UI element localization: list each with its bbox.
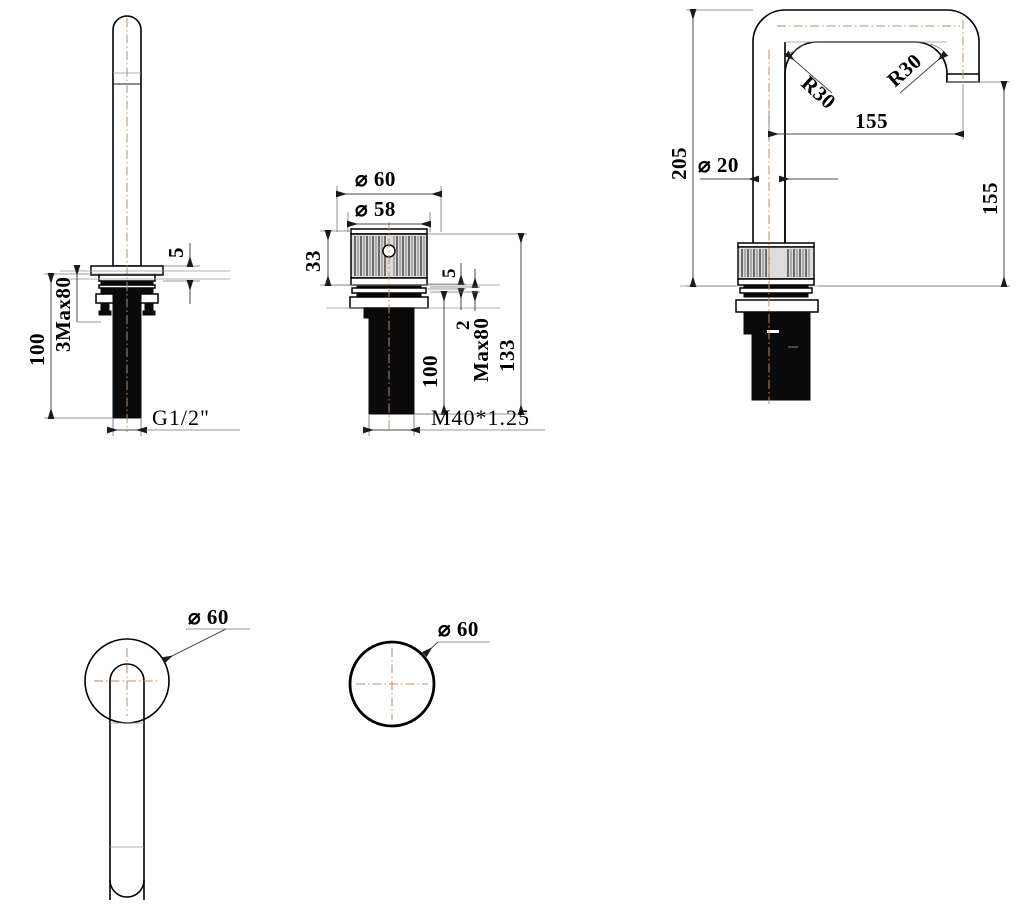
- dimension-value-bottomleft-d60: ⌀ 60: [188, 605, 229, 629]
- dimension-middle-5: 5: [428, 263, 466, 310]
- dimension-left-g12: G1/2": [107, 405, 240, 436]
- dimension-right-d20: ⌀ 20: [698, 153, 838, 183]
- dimension-value-middle-2: 2: [453, 321, 474, 331]
- dimension-middle-d58: ⌀ 58: [347, 197, 431, 232]
- dimension-value-left-g12: G1/2": [152, 405, 210, 430]
- dimension-value-right-205: 205: [667, 147, 691, 180]
- dimension-middle-133: 133: [414, 233, 527, 415]
- dimension-right-155-horizontal: 155: [768, 84, 964, 140]
- view-bottom-right-plan: ⌀ 60: [348, 617, 490, 728]
- dimension-value-middle-m40: M40*1.25: [431, 405, 530, 430]
- dimension-value-middle-5: 5: [439, 269, 460, 279]
- spout-knob-geometry: [737, 242, 815, 286]
- dimension-middle-d60: ⌀ 60: [336, 167, 442, 232]
- handle-lever-plan: [109, 663, 145, 900]
- dimension-right-155-vertical: 155: [818, 81, 1010, 287]
- dimension-value-right-155v: 155: [978, 182, 1002, 215]
- dimension-value-middle-d58: ⌀ 58: [355, 197, 396, 221]
- dimension-value-bottomright-d60: ⌀ 60: [438, 617, 479, 641]
- dimension-value-left-3max80: 3Max80: [51, 277, 75, 352]
- dimension-middle-2: 2: [430, 269, 480, 330]
- dimension-value-right-d20: ⌀ 20: [698, 153, 739, 177]
- view-bottom-left-plan: ⌀ 60: [84, 605, 250, 900]
- threaded-body-geometry: [363, 307, 415, 432]
- dimension-middle-max80: Max80: [469, 318, 493, 382]
- dimension-left-3max80: 3Max80: [51, 265, 101, 352]
- dimension-middle-100: 100: [414, 291, 448, 415]
- dimension-left-5: 5: [163, 243, 200, 304]
- dimension-value-middle-33: 33: [301, 250, 325, 272]
- dimension-value-left-5: 5: [164, 247, 188, 258]
- knurl-hatching: [354, 236, 425, 276]
- threaded-shank-geometry: [112, 293, 142, 432]
- dimension-value-left-100: 100: [25, 333, 49, 366]
- dimension-value-right-155h: 155: [855, 109, 888, 133]
- escutcheon-circle-body: [348, 640, 436, 728]
- dimension-left-100: 100: [25, 273, 163, 419]
- dimension-value-middle-133: 133: [495, 339, 519, 372]
- view-middle-elevation: ⌀ 60 ⌀ 58 33 5: [301, 167, 545, 436]
- dimension-value-middle-max80: Max80: [469, 318, 493, 382]
- dimension-middle-m40: M40*1.25: [363, 405, 545, 436]
- dimension-middle-33: 33: [301, 230, 351, 286]
- view-left-elevation: 5 3Max80 100 G1/2": [25, 15, 240, 436]
- dimension-right-205: 205: [667, 9, 753, 287]
- dimension-value-middle-d60: ⌀ 60: [355, 167, 396, 191]
- dimension-bottomleft-d60: ⌀ 60: [161, 605, 250, 664]
- dimension-bottomright-d60: ⌀ 60: [421, 617, 490, 658]
- spout-base-geometry: [680, 284, 1010, 401]
- dimension-value-middle-100: 100: [418, 355, 442, 388]
